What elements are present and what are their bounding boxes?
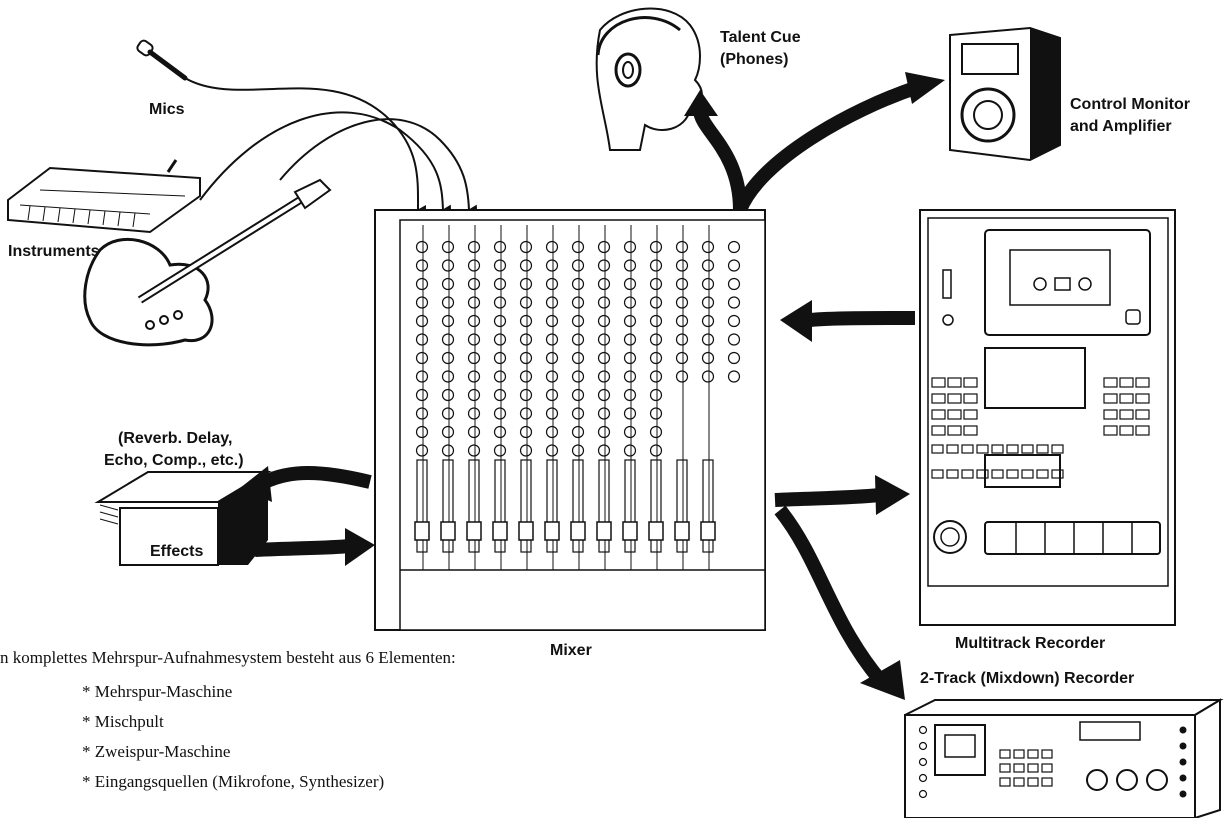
keyboard-synth-icon — [7, 159, 201, 234]
mic-cable-2 — [199, 111, 452, 215]
multitrack-recorder-icon — [919, 209, 1176, 626]
caption-item: Mischpult — [82, 712, 384, 742]
mic-cable-1 — [184, 77, 427, 216]
caption-title: n komplettes Mehrspur-Aufnahmesystem bes… — [0, 648, 456, 667]
caption-item: Mehrspur-Maschine — [82, 682, 384, 712]
control-monitor-amp-label: and Amplifier — [1070, 118, 1172, 135]
mic-cable-3 — [279, 118, 478, 215]
talent-cue-phones-label: (Phones) — [720, 51, 788, 68]
bass-guitar-icon — [83, 178, 332, 347]
two-track-recorder-label: 2-Track (Mixdown) Recorder — [920, 670, 1134, 687]
talent-cue-label: Talent Cue — [720, 29, 801, 46]
arrow-from-multitrack — [809, 311, 916, 327]
effects-label: Effects — [150, 543, 203, 560]
arrow-to-effects — [261, 466, 372, 489]
arrow-to-multitrack — [774, 488, 881, 507]
microphone-icon — [136, 39, 188, 81]
effects-box-icon — [94, 471, 272, 566]
caption-item: Eingangsquellen (Mikrofone, Synthesizer) — [82, 772, 384, 802]
two-track-recorder-icon — [904, 698, 1224, 818]
effects-note-label-2: Echo, Comp., etc.) — [104, 452, 244, 469]
speaker-icon — [949, 26, 1061, 162]
multitrack-recorder-label: Multitrack Recorder — [955, 635, 1105, 652]
effects-note-label-1: (Reverb. Delay, — [118, 430, 232, 447]
mixer-label: Mixer — [550, 642, 592, 659]
control-monitor-label: Control Monitor — [1070, 96, 1190, 113]
caption-list: Mehrspur-Maschine Mischpult Zweispur-Mas… — [82, 682, 384, 802]
caption-item: Zweispur-Maschine — [82, 742, 384, 772]
mics-label: Mics — [149, 101, 185, 118]
arrow-from-effects — [254, 539, 351, 557]
headphone-listener-icon — [595, 7, 703, 151]
arrow-to-phones — [693, 108, 747, 211]
instruments-label: Instruments — [8, 243, 100, 260]
arrow-to-monitor — [733, 81, 918, 213]
mixer-console-icon — [374, 209, 766, 631]
arrow-to-2track — [774, 505, 886, 685]
